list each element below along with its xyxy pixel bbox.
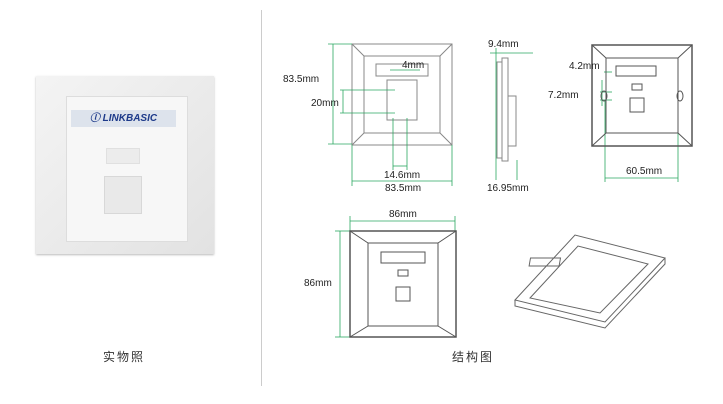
drawing-caption: 结构图: [452, 350, 495, 364]
isometric-drawing: [514, 234, 666, 329]
dim-face-offset: 4.2mm: [569, 61, 600, 72]
back-view-drawing: [351, 43, 453, 146]
dim-side-depth: 16.95mm: [487, 183, 529, 194]
front-view-drawing: [591, 44, 693, 147]
dim-module-width: 14.6mm: [384, 170, 421, 181]
divider: [261, 10, 262, 386]
dim-screw-hole: 7.2mm: [548, 90, 579, 101]
side-view-drawing: [496, 57, 517, 162]
dim-plate-height: 86mm: [304, 278, 332, 289]
dim-side-top: 9.4mm: [488, 39, 519, 50]
photo-caption: 实物照: [103, 350, 146, 364]
dim-front-width: 83.5mm: [385, 183, 422, 194]
plate-drawing: [349, 230, 457, 338]
dim-hole-spacing: 60.5mm: [626, 166, 663, 177]
dim-plate-width: 86mm: [389, 209, 417, 220]
dim-label-offset: 4mm: [402, 60, 425, 71]
dimension-lines: [328, 43, 679, 338]
dim-front-height: 83.5mm: [283, 74, 320, 85]
dim-module-height: 20mm: [311, 98, 339, 109]
brand-logo: ⓛ LINKBASIC: [71, 110, 176, 127]
